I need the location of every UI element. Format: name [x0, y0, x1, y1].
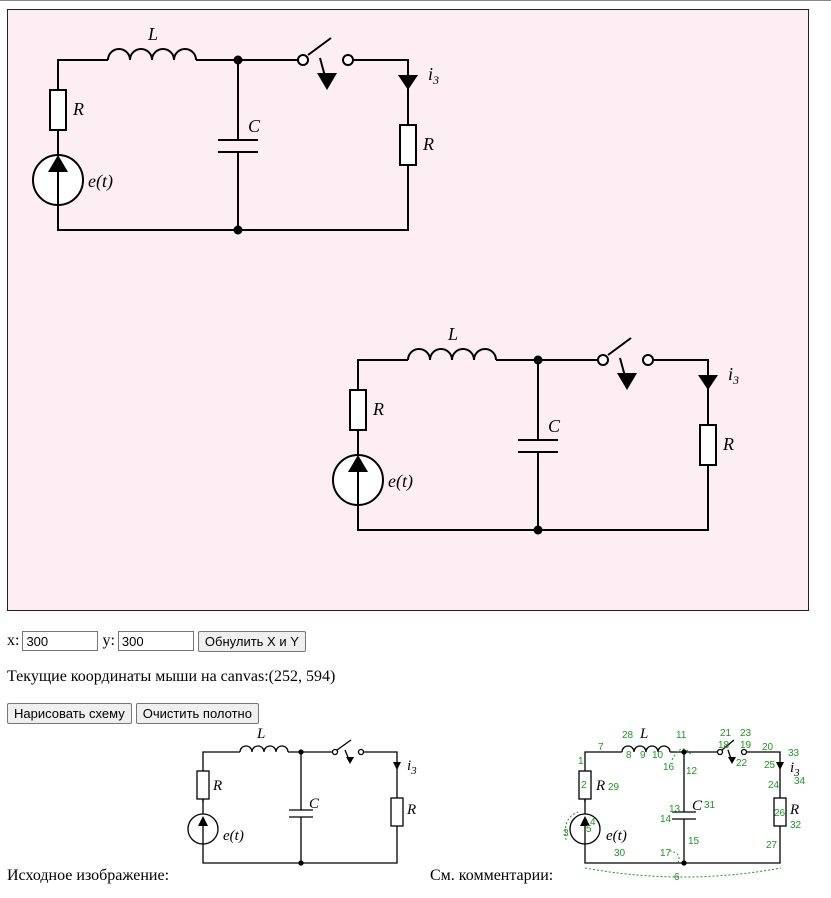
svg-text:33: 33 — [788, 748, 800, 759]
svg-text:18: 18 — [718, 740, 730, 751]
svg-text:34: 34 — [794, 776, 806, 787]
action-buttons: Нарисовать схему Очистить полотно — [7, 702, 263, 724]
svg-text:R: R — [406, 802, 416, 818]
svg-text:16: 16 — [663, 762, 675, 773]
svg-text:8: 8 — [626, 750, 632, 761]
svg-text:31: 31 — [704, 800, 716, 811]
y-input[interactable] — [117, 631, 194, 651]
inductor-label: L — [447, 324, 458, 344]
svg-text:L: L — [639, 726, 648, 742]
svg-text:i3: i3 — [790, 760, 800, 779]
clear-canvas-button[interactable]: Очистить полотно — [135, 702, 259, 724]
svg-text:5: 5 — [586, 824, 592, 835]
svg-text:7: 7 — [598, 742, 604, 753]
svg-text:21: 21 — [720, 728, 732, 739]
svg-text:1: 1 — [578, 756, 584, 767]
original-image: L C R R e(t) i3 — [187, 726, 417, 866]
inductor-label: L — [147, 24, 158, 44]
circuit-1-labels: L C R R e(t) i3 — [72, 24, 439, 192]
circuit-drawings: L C R R e(t) i3 — [32, 24, 739, 535]
svg-text:9: 9 — [640, 750, 646, 761]
svg-text:12: 12 — [686, 766, 698, 777]
svg-text:25: 25 — [764, 760, 776, 771]
svg-text:2: 2 — [581, 780, 587, 791]
drawing-canvas[interactable]: L C R R e(t) i3 — [7, 9, 809, 611]
original-image-caption: Исходное изображение: — [7, 867, 170, 884]
svg-text:23: 23 — [740, 728, 752, 739]
svg-text:17: 17 — [660, 848, 672, 859]
circuit-2-labels: L C R R e(t) i3 — [372, 324, 739, 492]
svg-text:22: 22 — [736, 758, 748, 769]
svg-text:R: R — [212, 778, 222, 794]
svg-text:3: 3 — [563, 828, 569, 839]
svg-text:R: R — [595, 778, 605, 794]
source-label: e(t) — [388, 471, 413, 492]
circuit-1 — [32, 37, 418, 235]
comment-numbers: 1 2 3 4 5 6 7 8 9 10 11 12 13 14 15 16 1… — [563, 728, 806, 883]
svg-text:27: 27 — [766, 840, 778, 851]
svg-text:24: 24 — [768, 780, 780, 791]
svg-text:4: 4 — [590, 817, 596, 828]
y-label: y: — [102, 632, 115, 649]
svg-text:R: R — [789, 802, 799, 818]
capacitor-label: C — [548, 416, 561, 436]
svg-text:14: 14 — [660, 814, 672, 825]
x-label: x: — [7, 632, 20, 649]
svg-text:10: 10 — [652, 750, 664, 761]
resistor-left-label: R — [372, 399, 384, 419]
resistor-right-label: R — [722, 434, 734, 454]
svg-text:13: 13 — [669, 804, 681, 815]
svg-text:29: 29 — [608, 782, 620, 793]
svg-text:e(t): e(t) — [606, 828, 627, 844]
current-label: i3 — [728, 364, 739, 387]
svg-text:15: 15 — [688, 836, 700, 847]
svg-text:i3: i3 — [407, 758, 417, 777]
resistor-left-label: R — [72, 99, 84, 119]
svg-text:6: 6 — [674, 872, 680, 883]
mouse-coordinates: Текущие координаты мыши на canvas:(252, … — [7, 668, 336, 685]
current-label: i3 — [428, 64, 439, 87]
svg-text:C: C — [309, 796, 320, 812]
svg-text:C: C — [692, 798, 703, 814]
reset-xy-button[interactable]: Обнулить X и Y — [197, 630, 306, 652]
svg-text:e(t): e(t) — [223, 828, 244, 844]
circuit-2 — [332, 337, 718, 535]
commented-image-caption: См. комментарии: — [430, 867, 554, 884]
commented-image: L C R R e(t) i3 1 2 3 4 5 6 7 8 9 10 11 … — [563, 726, 806, 883]
svg-text:28: 28 — [622, 730, 634, 741]
source-label: e(t) — [88, 171, 113, 192]
resistor-right-label: R — [422, 134, 434, 154]
capacitor-label: C — [248, 116, 261, 136]
svg-text:20: 20 — [762, 742, 774, 753]
svg-text:32: 32 — [790, 820, 802, 831]
top-border — [0, 0, 831, 1]
x-input[interactable] — [22, 631, 99, 651]
svg-text:26: 26 — [774, 808, 786, 819]
svg-text:30: 30 — [614, 848, 626, 859]
svg-text:19: 19 — [740, 740, 752, 751]
coordinate-controls: x: y: Обнулить X и Y — [7, 630, 310, 652]
svg-text:11: 11 — [676, 730, 687, 741]
svg-text:L: L — [256, 726, 265, 742]
draw-circuit-button[interactable]: Нарисовать схему — [7, 702, 132, 724]
